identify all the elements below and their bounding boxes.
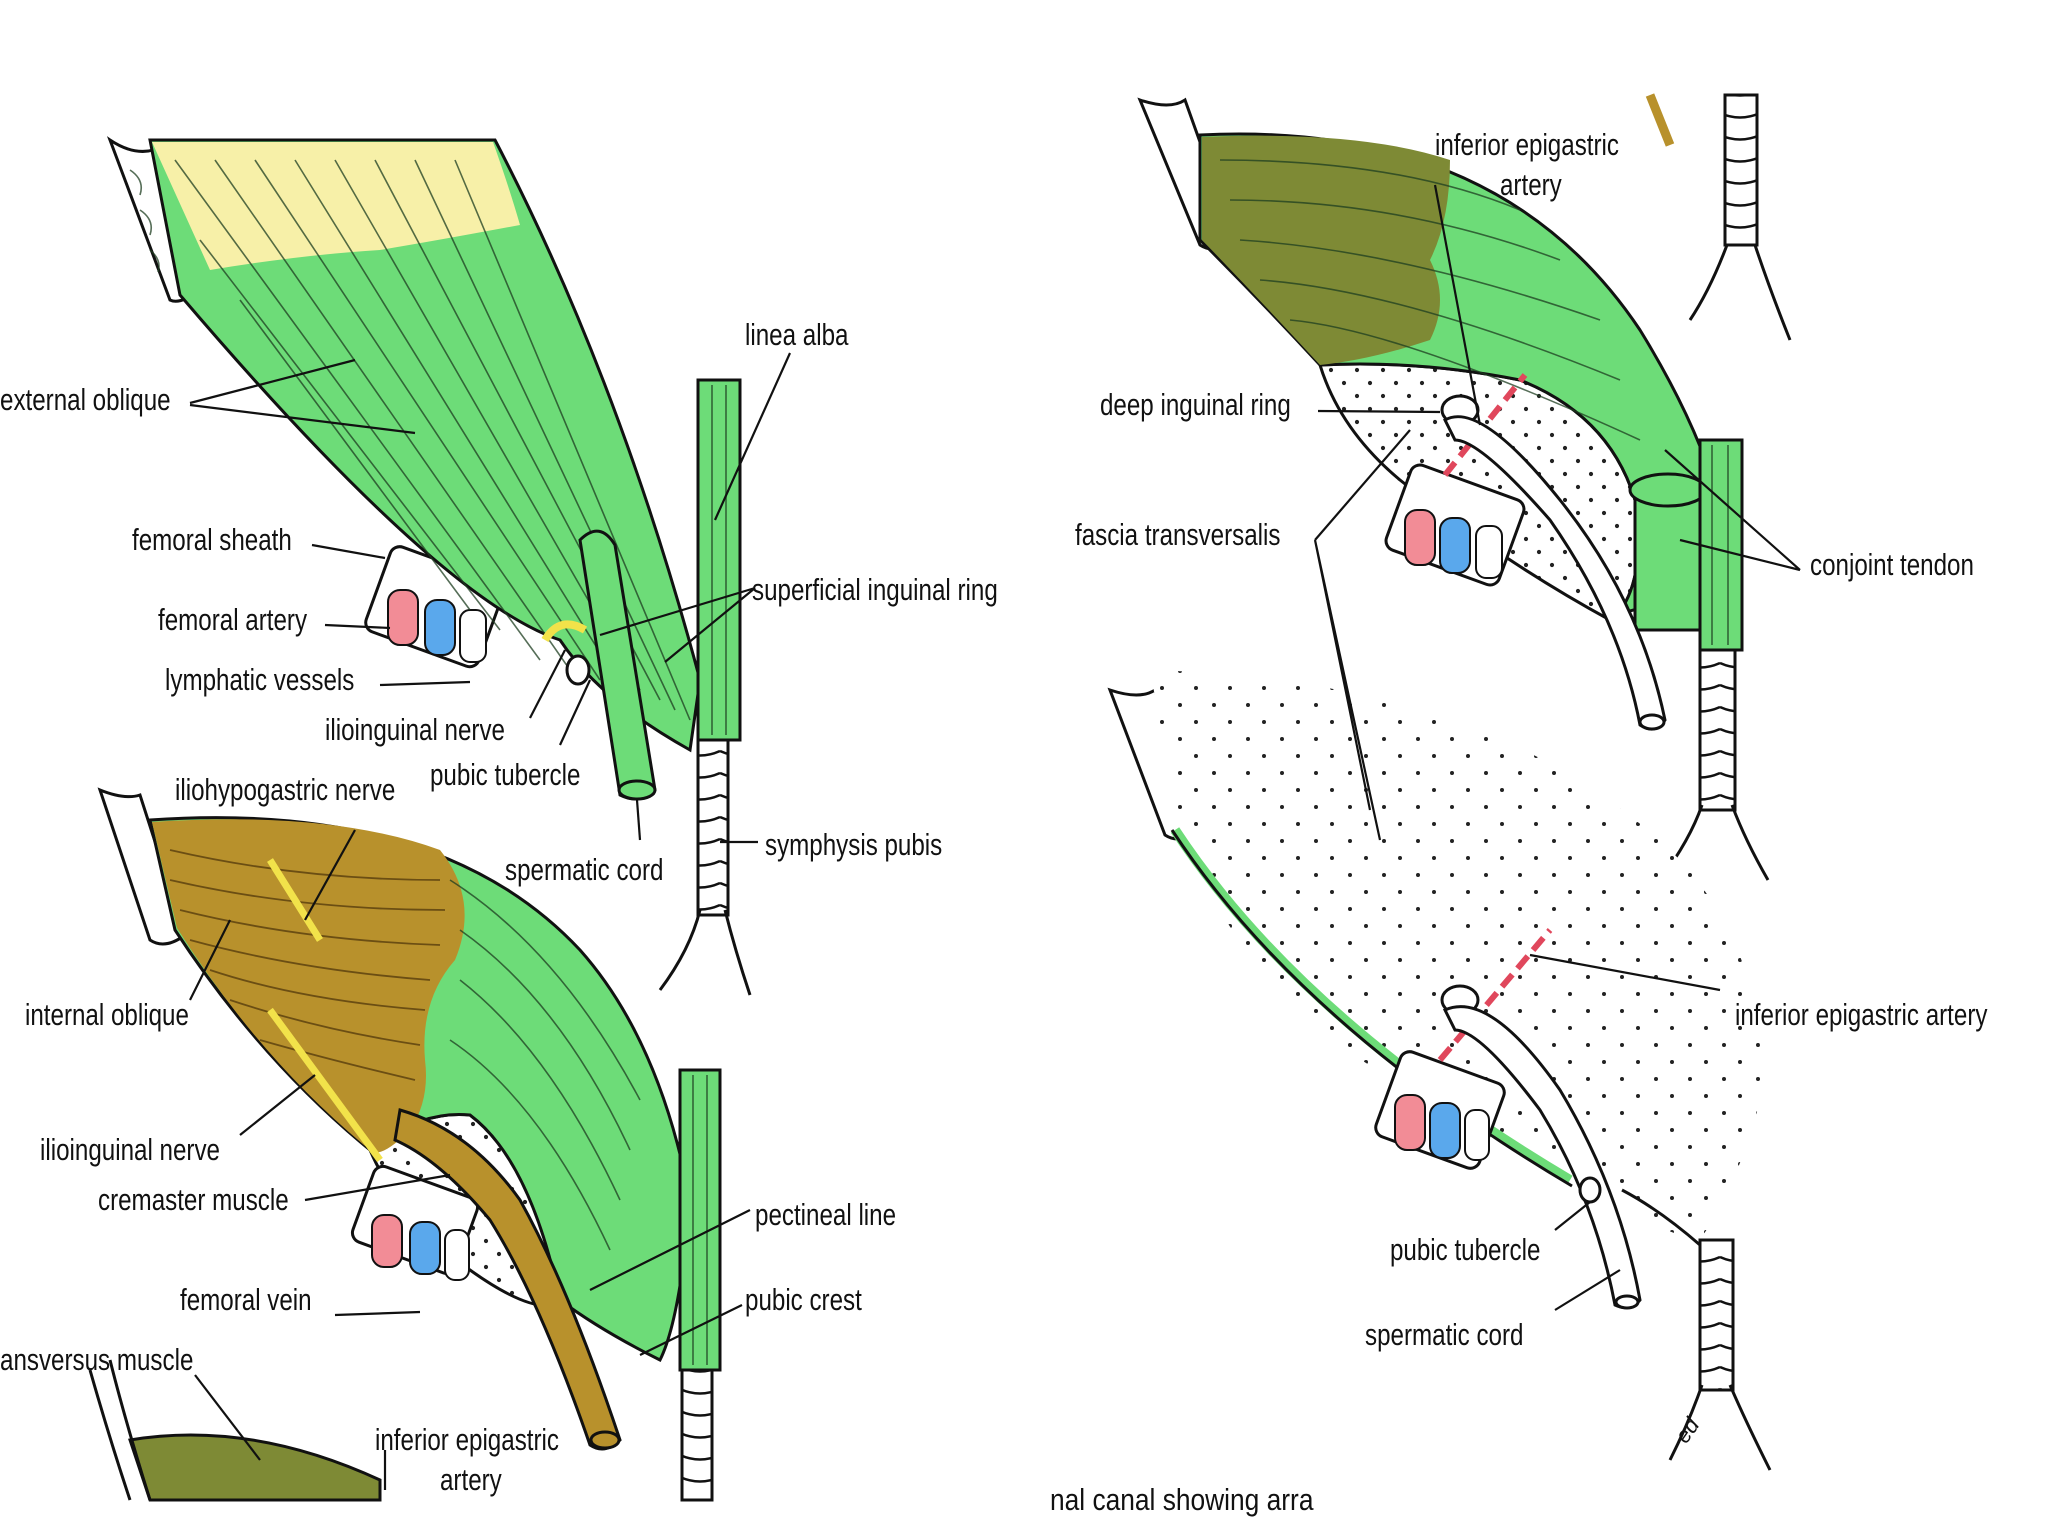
label-iliohypogastric-nerve: iliohypogastric nerve: [175, 772, 395, 807]
symphysis-pubis-bottom: [680, 1368, 714, 1502]
pubic-tubercle-top-left: [565, 654, 591, 686]
label-superficial-inguinal-ring: superficial inguinal ring: [752, 572, 998, 607]
label-conjoint-tendon: conjoint tendon: [1810, 547, 1974, 582]
label-ilioinguinal-nerve-bottom: ilioinguinal nerve: [40, 1132, 220, 1167]
transversus-fibers: [1219, 159, 1641, 441]
panel-top-right: [1137, 93, 1792, 881]
label-inferior-epigastric-top-right-2: artery: [1500, 167, 1562, 202]
label-cremaster-muscle: cremaster muscle: [98, 1182, 289, 1217]
label-deep-inguinal-ring: deep inguinal ring: [1100, 387, 1291, 422]
external-oblique-yellow-region: [152, 142, 520, 270]
linea-alba-strip: [696, 378, 742, 742]
label-linea-alba: linea alba: [745, 317, 849, 352]
label-inferior-epigastric-artery-bottom-right: inferior epigastric artery: [1735, 997, 1988, 1032]
ilioinguinal-nerve-line: [267, 1007, 383, 1163]
artist-signature: ed: [1670, 1413, 1705, 1448]
figure-caption-partial: nal canal showing arra: [1050, 1483, 1313, 1517]
labels: external oblique linea alba femoral shea…: [0, 127, 1988, 1517]
label-fascia-transversalis: fascia transversalis: [1075, 517, 1280, 552]
fascia-transversalis-bottom: [1150, 670, 1761, 1240]
symphysis-pubis-top-right: [1698, 648, 1737, 812]
leader-lines: [189, 184, 1801, 1490]
panel-bottom-right: [1107, 670, 1772, 1471]
external-oblique-fibers: [174, 159, 691, 721]
label-pubic-tubercle-top: pubic tubercle: [430, 757, 580, 792]
symphysis-pubis-bottom-right: [1698, 1238, 1735, 1392]
internal-oblique-brown: [152, 819, 465, 1153]
pubic-tubercle-bottom-right: [1578, 1176, 1602, 1204]
label-pubic-tubercle-bottom-right: pubic tubercle: [1390, 1232, 1540, 1267]
label-pubic-crest: pubic crest: [745, 1282, 862, 1317]
label-femoral-sheath: femoral sheath: [132, 522, 292, 557]
label-transversus-muscle: ansversus muscle: [0, 1342, 193, 1377]
label-symphysis-pubis: symphysis pubis: [765, 827, 942, 862]
inguinal-ligament-green-edge: [1170, 827, 1573, 1185]
label-internal-oblique: internal oblique: [25, 997, 189, 1032]
inferior-epigastric-artery-bottom: [1437, 928, 1553, 1062]
conjoint-tendon-end: [1628, 472, 1708, 508]
label-spermatic-cord-bottom-right: spermatic cord: [1365, 1317, 1523, 1352]
label-inferior-epigastric-bottom-left-2: artery: [440, 1462, 502, 1497]
inferior-epigastric-artery-top: [1442, 373, 1528, 477]
iliohypogastric-nerve-line: [267, 858, 323, 942]
label-spermatic-cord-top: spermatic cord: [505, 852, 663, 887]
label-inferior-epigastric-bottom-left: inferior epigastric: [375, 1422, 559, 1457]
symphysis-pubis-top: [696, 738, 730, 917]
panel-top-left: [106, 136, 752, 996]
panel-bottom-left: [88, 787, 722, 1502]
olive-region-top-right: [1202, 135, 1450, 365]
label-external-oblique: external oblique: [0, 382, 171, 417]
label-inferior-epigastric-top-right: inferior epigastric: [1435, 127, 1619, 162]
label-femoral-vein: femoral vein: [180, 1282, 312, 1317]
ilioinguinal-nerve-top-left: [541, 620, 588, 643]
label-pectineal-line: pectineal line: [755, 1197, 896, 1232]
transversus-muscle-snippet: [128, 1433, 382, 1502]
label-lymphatic-vessels: lymphatic vessels: [165, 662, 354, 697]
internal-oblique-fibers: [169, 849, 641, 1251]
label-ilioinguinal-nerve-top: ilioinguinal nerve: [325, 712, 505, 747]
label-femoral-artery: femoral artery: [158, 602, 307, 637]
